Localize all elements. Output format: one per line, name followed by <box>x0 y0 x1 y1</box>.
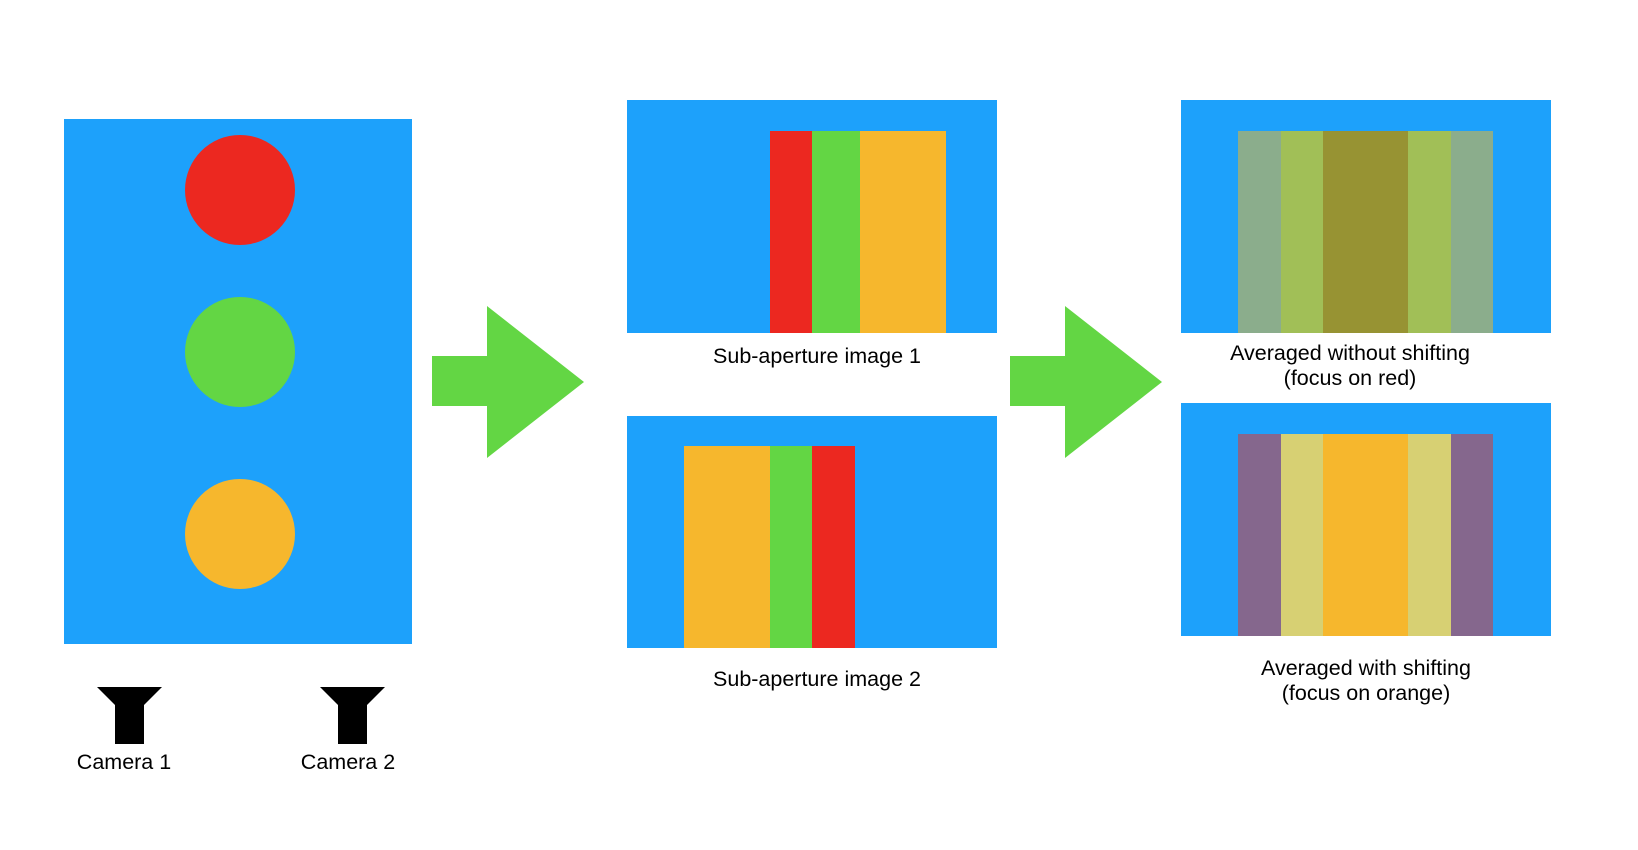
stripe-grey-green <box>1238 131 1281 333</box>
right-arrow-icon <box>432 306 584 458</box>
stripe-olive <box>1323 131 1408 333</box>
camera-2-label: Camera 2 <box>300 750 396 774</box>
averaged-with-shifting-image <box>1181 403 1551 636</box>
camera-1-label: Camera 1 <box>76 750 172 774</box>
stripe-orange <box>684 446 770 648</box>
stripe-purple <box>1238 434 1281 636</box>
stripe-purple <box>1451 434 1493 636</box>
stripe-pale-yellow <box>1408 434 1451 636</box>
stripe-orange <box>1323 434 1408 636</box>
averaged-without-shifting-image <box>1181 100 1551 333</box>
green-circle <box>185 297 295 407</box>
stripe-red <box>812 446 855 648</box>
scene-panel <box>64 119 412 644</box>
stripe-yellow-green <box>1281 131 1323 333</box>
sub-aperture-image-2 <box>627 416 997 648</box>
stripe-yellow-green <box>1408 131 1451 333</box>
sub-aperture-image-1-caption: Sub-aperture image 1 <box>713 344 921 368</box>
stripe-grey-green <box>1451 131 1493 333</box>
caption-line-1: Averaged with shifting <box>1261 656 1471 680</box>
averaged-without-shifting-caption: Averaged without shifting (focus on red) <box>1160 341 1540 391</box>
camera-icon <box>97 687 162 744</box>
averaged-with-shifting-caption: Averaged with shifting (focus on orange) <box>1176 656 1556 706</box>
caption-line-2: (focus on red) <box>1283 366 1417 390</box>
caption-line-2: (focus on orange) <box>1281 681 1451 705</box>
sub-aperture-image-2-caption: Sub-aperture image 2 <box>713 667 921 691</box>
caption-line-1: Averaged without shifting <box>1230 341 1470 365</box>
orange-circle <box>185 479 295 589</box>
red-circle <box>185 135 295 245</box>
camera-icon <box>320 687 385 744</box>
stripe-red <box>770 131 812 333</box>
stripe-orange <box>860 131 946 333</box>
stripe-green <box>770 446 812 648</box>
right-arrow-icon <box>1010 306 1162 458</box>
sub-aperture-image-1 <box>627 100 997 333</box>
stripe-green <box>812 131 860 333</box>
stripe-pale-yellow <box>1281 434 1323 636</box>
